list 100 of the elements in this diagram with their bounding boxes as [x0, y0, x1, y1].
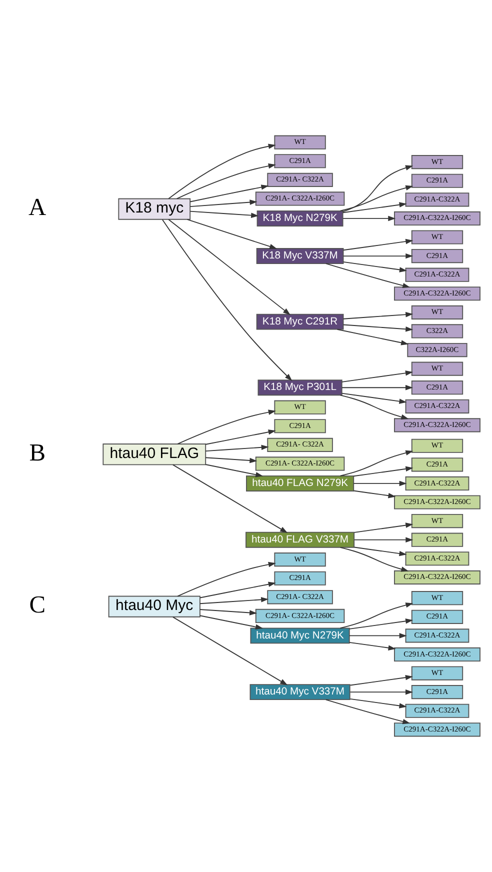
node-box: C291A	[411, 610, 464, 624]
node-box: C291A-C322A-I260C	[394, 286, 480, 301]
node-box: C291A-C322A-I260C	[394, 211, 480, 226]
node-box: C291A-C322A-I260C	[394, 495, 480, 510]
arrow	[354, 546, 407, 556]
arrow	[205, 464, 264, 478]
arrow	[190, 210, 259, 218]
node-box: C322A	[411, 324, 464, 338]
node-box: C291A	[411, 685, 464, 700]
arrow	[205, 430, 276, 445]
node-box: htau40 FLAG V337M	[246, 532, 355, 548]
arrow	[341, 392, 407, 404]
node-box: C291A- C322A	[267, 590, 333, 604]
arrow	[340, 185, 414, 212]
arrow	[353, 480, 407, 486]
arrow	[205, 457, 258, 464]
node-box: K18 Myc V337M	[256, 248, 344, 264]
node-box: C291A	[411, 174, 464, 188]
arrow	[350, 674, 413, 686]
arrow	[325, 263, 410, 288]
arrow	[342, 312, 414, 320]
node-box: C291A	[274, 419, 326, 434]
node-box: C291A	[411, 532, 464, 547]
label: C	[29, 591, 46, 618]
node-box: C291A-C322A-I260C	[394, 647, 480, 662]
arrow	[200, 597, 269, 604]
arrow	[354, 537, 414, 542]
arrow	[340, 450, 414, 476]
arrow	[342, 238, 414, 251]
node-box: C291A-C322A-I260C	[394, 722, 480, 737]
arrow	[354, 522, 414, 533]
node-box: htau40 Myc	[108, 596, 200, 618]
node-box: C291A	[411, 249, 464, 264]
arrow	[341, 370, 413, 382]
node-box: C291A-C322A	[405, 192, 470, 207]
node-box: htau40 FLAG	[102, 444, 206, 466]
node-box: htau40 Myc V337M	[250, 684, 350, 700]
arrow	[348, 642, 396, 650]
node-box: K18 Myc P301L	[258, 380, 342, 396]
arrow	[325, 699, 410, 724]
arrow	[190, 200, 258, 208]
node-box: C291A	[274, 571, 326, 586]
node-box: C291A-C322A	[405, 704, 470, 718]
arrow	[340, 602, 414, 629]
node-box: C291A- C322A-I260C	[255, 192, 345, 206]
node-box: C291A-C322A	[405, 268, 470, 282]
node-box: htau40 Myc N279K	[250, 628, 350, 644]
arrow	[340, 394, 409, 420]
arrow	[186, 219, 278, 250]
arrow	[205, 444, 269, 452]
arrow	[168, 219, 290, 316]
label: B	[29, 439, 46, 466]
arrow	[350, 698, 407, 708]
arrow	[353, 490, 396, 498]
arrow	[200, 609, 258, 616]
node-box: WT	[274, 135, 326, 150]
arrow	[342, 253, 414, 259]
node-box: WT	[274, 400, 326, 414]
node-box: C291A-C322A	[405, 399, 470, 414]
arrow	[341, 384, 414, 390]
node-box: C291A	[411, 380, 464, 395]
label: A	[28, 194, 46, 221]
arrow	[177, 410, 276, 444]
arrow	[168, 144, 276, 200]
node-box: C291A-C322A	[405, 552, 470, 566]
arrow	[342, 261, 407, 272]
node-box: C291A- C322A-I260C	[255, 608, 345, 623]
arrow	[190, 184, 269, 202]
node-box: WT	[411, 591, 464, 606]
node-box: WT	[411, 438, 464, 453]
arrow	[172, 464, 288, 534]
node-box: C291A- C322A	[267, 172, 333, 187]
arrow	[342, 216, 396, 222]
arrow	[162, 219, 292, 381]
arrow	[172, 616, 288, 686]
arrow	[176, 163, 276, 200]
arrow	[177, 562, 276, 597]
node-box: C291A-C322A	[405, 476, 470, 490]
node-box: K18 Myc C291R	[256, 314, 344, 330]
node-box: C291A	[411, 458, 464, 472]
arrow	[340, 546, 409, 572]
node-box: C291A- C322A-I260C	[255, 456, 345, 471]
node-box: C291A-C322A	[405, 628, 470, 643]
arrow	[342, 324, 414, 332]
arrow	[336, 328, 409, 346]
arrow	[350, 689, 413, 695]
arrow	[342, 202, 407, 214]
arrow	[342, 165, 414, 212]
arrow	[200, 615, 264, 630]
node-box: WT	[411, 305, 464, 320]
node-box: C291A	[274, 154, 326, 168]
node-box: WT	[411, 155, 464, 170]
node-box: C291A- C322A	[267, 438, 333, 452]
arrow	[348, 633, 407, 638]
node-box: C322A-I260C	[407, 342, 468, 358]
node-box: WT	[411, 362, 464, 376]
arrow	[353, 466, 414, 477]
node-box: K18 myc	[118, 198, 191, 220]
node-box: C291A-C322A-I260C	[394, 570, 480, 584]
node-box: C291A-C322A-I260C	[394, 418, 480, 432]
